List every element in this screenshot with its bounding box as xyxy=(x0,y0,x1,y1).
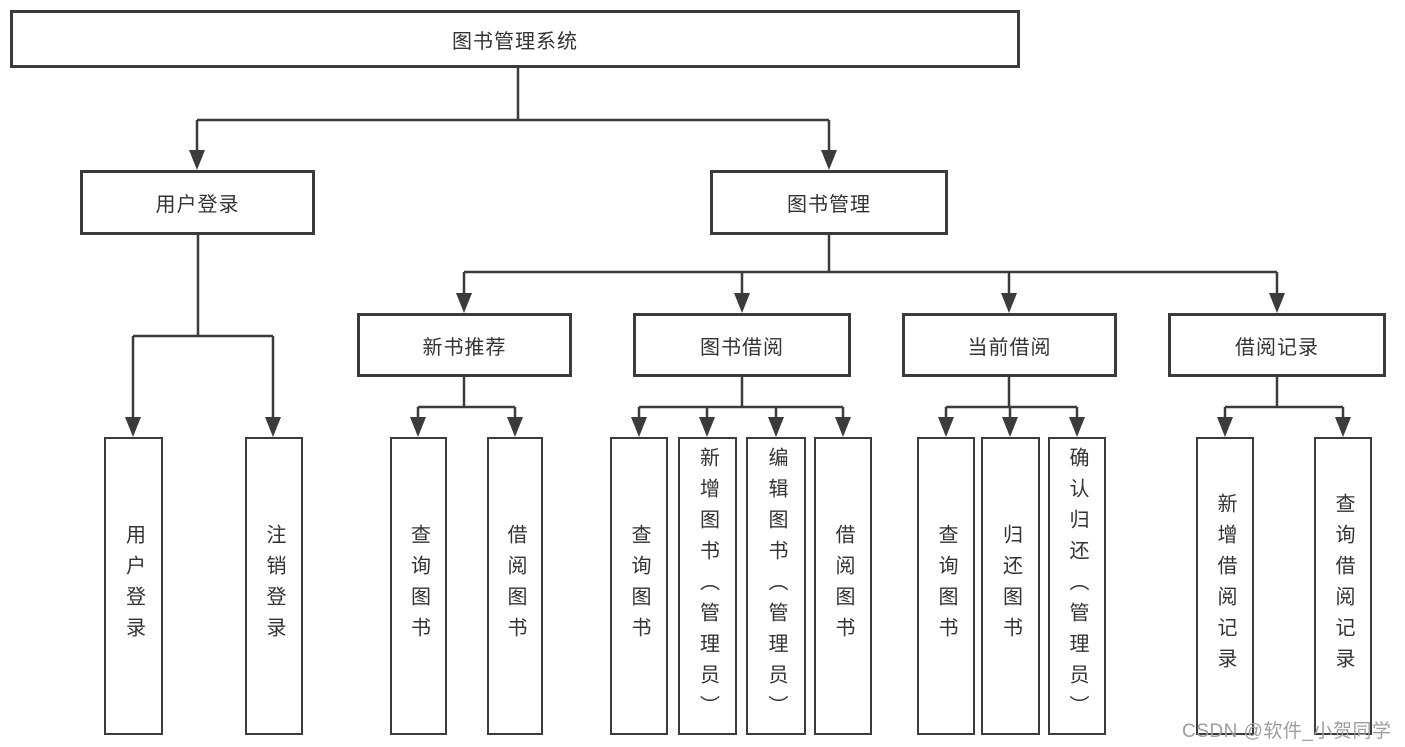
leaf-edit-books-admin: 编辑图书（管理员） xyxy=(746,437,806,735)
node-root: 图书管理系统 xyxy=(10,10,1020,68)
leaf-user-login: 用户登录 xyxy=(104,437,163,735)
node-book-borrow: 图书借阅 xyxy=(633,313,851,377)
node-current-borrow: 当前借阅 xyxy=(902,313,1117,377)
node-borrow-records: 借阅记录 xyxy=(1168,313,1386,377)
leaf-logout: 注销登录 xyxy=(245,437,303,735)
watermark: CSDN @软件_小贺同学 xyxy=(1182,721,1392,742)
leaf-query-books-current: 查询图书 xyxy=(917,437,975,735)
leaf-query-books-borrow: 查询图书 xyxy=(610,437,668,735)
leaf-add-borrow-record: 新增借阅记录 xyxy=(1196,437,1254,735)
node-book-management: 图书管理 xyxy=(710,170,948,235)
node-user-login: 用户登录 xyxy=(80,170,315,235)
leaf-return-books: 归还图书 xyxy=(981,437,1040,735)
node-new-book-recommend: 新书推荐 xyxy=(357,313,572,377)
leaf-confirm-return-admin: 确认归还（管理员） xyxy=(1048,437,1106,735)
leaf-borrow-books: 借阅图书 xyxy=(814,437,872,735)
leaf-add-books-admin: 新增图书（管理员） xyxy=(678,437,737,735)
leaf-query-borrow-record: 查询借阅记录 xyxy=(1314,437,1372,735)
leaf-query-books-recommend: 查询图书 xyxy=(390,437,447,735)
leaf-borrow-books-recommend: 借阅图书 xyxy=(487,437,543,735)
